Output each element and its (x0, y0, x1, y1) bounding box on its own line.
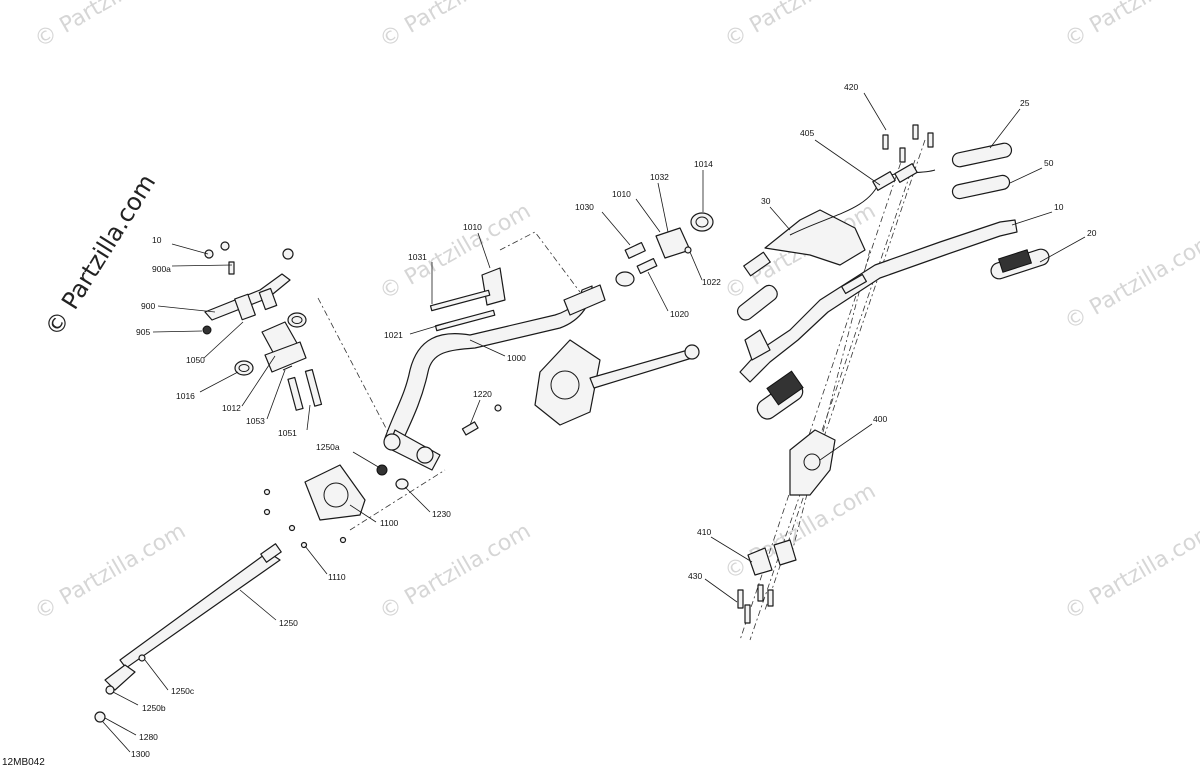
watermark: © Partzilla.com (376, 199, 536, 306)
lower-shaft (94, 543, 282, 723)
handlebar-clamp-lower (737, 429, 836, 624)
callout-1010-a: 1010 (463, 222, 482, 232)
callout-1250c: 1250c (171, 686, 195, 696)
callout-1010-b: 1010 (612, 189, 631, 199)
callout-1280: 1280 (139, 732, 158, 742)
callout-405: 405 (800, 128, 814, 138)
callout-900a: 900a (152, 264, 171, 274)
watermark: © Partzilla.com (1061, 229, 1200, 336)
callout-900: 900 (141, 301, 155, 311)
handlebar-assembly (736, 124, 1050, 420)
watermark: © Partzilla.com (31, 0, 191, 53)
callout-900b: 10 (152, 235, 162, 245)
callout-1230: 1230 (432, 509, 451, 519)
callout-1016: 1016 (176, 391, 195, 401)
watermark: © Partzilla.com (721, 0, 881, 53)
callout-1031: 1031 (408, 252, 427, 262)
callout-430: 430 (688, 571, 702, 581)
diagram-code: 12MB042 (2, 757, 45, 768)
watermark: © Partzilla.com (1061, 0, 1200, 53)
callout-1030: 1030 (575, 202, 594, 212)
callout-1300: 1300 (131, 749, 150, 759)
callout-1021: 1021 (384, 330, 403, 340)
callout-1220: 1220 (473, 389, 492, 399)
callout-25: 25 (1020, 98, 1030, 108)
callout-1032: 1032 (650, 172, 669, 182)
watermark: © Partzilla.com (1061, 519, 1200, 626)
callout-1051: 1051 (278, 428, 297, 438)
steering-column (383, 267, 606, 471)
watermark: © Partzilla.com (376, 519, 536, 626)
callout-20: 20 (1087, 228, 1097, 238)
upper-bearing-parts (615, 212, 714, 287)
callout-1020: 1020 (670, 309, 689, 319)
callout-1050: 1050 (186, 355, 205, 365)
callout-1053: 1053 (246, 416, 265, 426)
callout-1250a: 1250a (316, 442, 340, 452)
callout-420: 420 (844, 82, 858, 92)
callout-1100: 1100 (380, 518, 399, 528)
callout-10: 10 (1054, 202, 1064, 212)
upper-clamp-assembly (202, 241, 323, 411)
leader-lines (102, 92, 1086, 753)
callout-1014: 1014 (694, 159, 713, 169)
steering-arm-assembly (263, 339, 700, 549)
callout-400: 400 (873, 414, 887, 424)
watermark: © Partzilla.com (376, 0, 536, 53)
callout-1250: 1250 (279, 618, 298, 628)
callout-905: 905 (136, 327, 150, 337)
watermark: © Partzilla.com (31, 519, 191, 626)
callout-labels: 420 405 25 50 10 20 30 400 410 430 10 90… (131, 82, 1097, 759)
callout-1022: 1022 (702, 277, 721, 287)
callout-410: 410 (697, 527, 711, 537)
side-watermark: © Partzilla.com (39, 169, 161, 341)
callout-30: 30 (761, 196, 771, 206)
callout-1012: 1012 (222, 403, 241, 413)
callout-1250b: 1250b (142, 703, 166, 713)
callout-1110: 1110 (328, 572, 346, 582)
callout-1000: 1000 (507, 353, 526, 363)
callout-50: 50 (1044, 158, 1054, 168)
